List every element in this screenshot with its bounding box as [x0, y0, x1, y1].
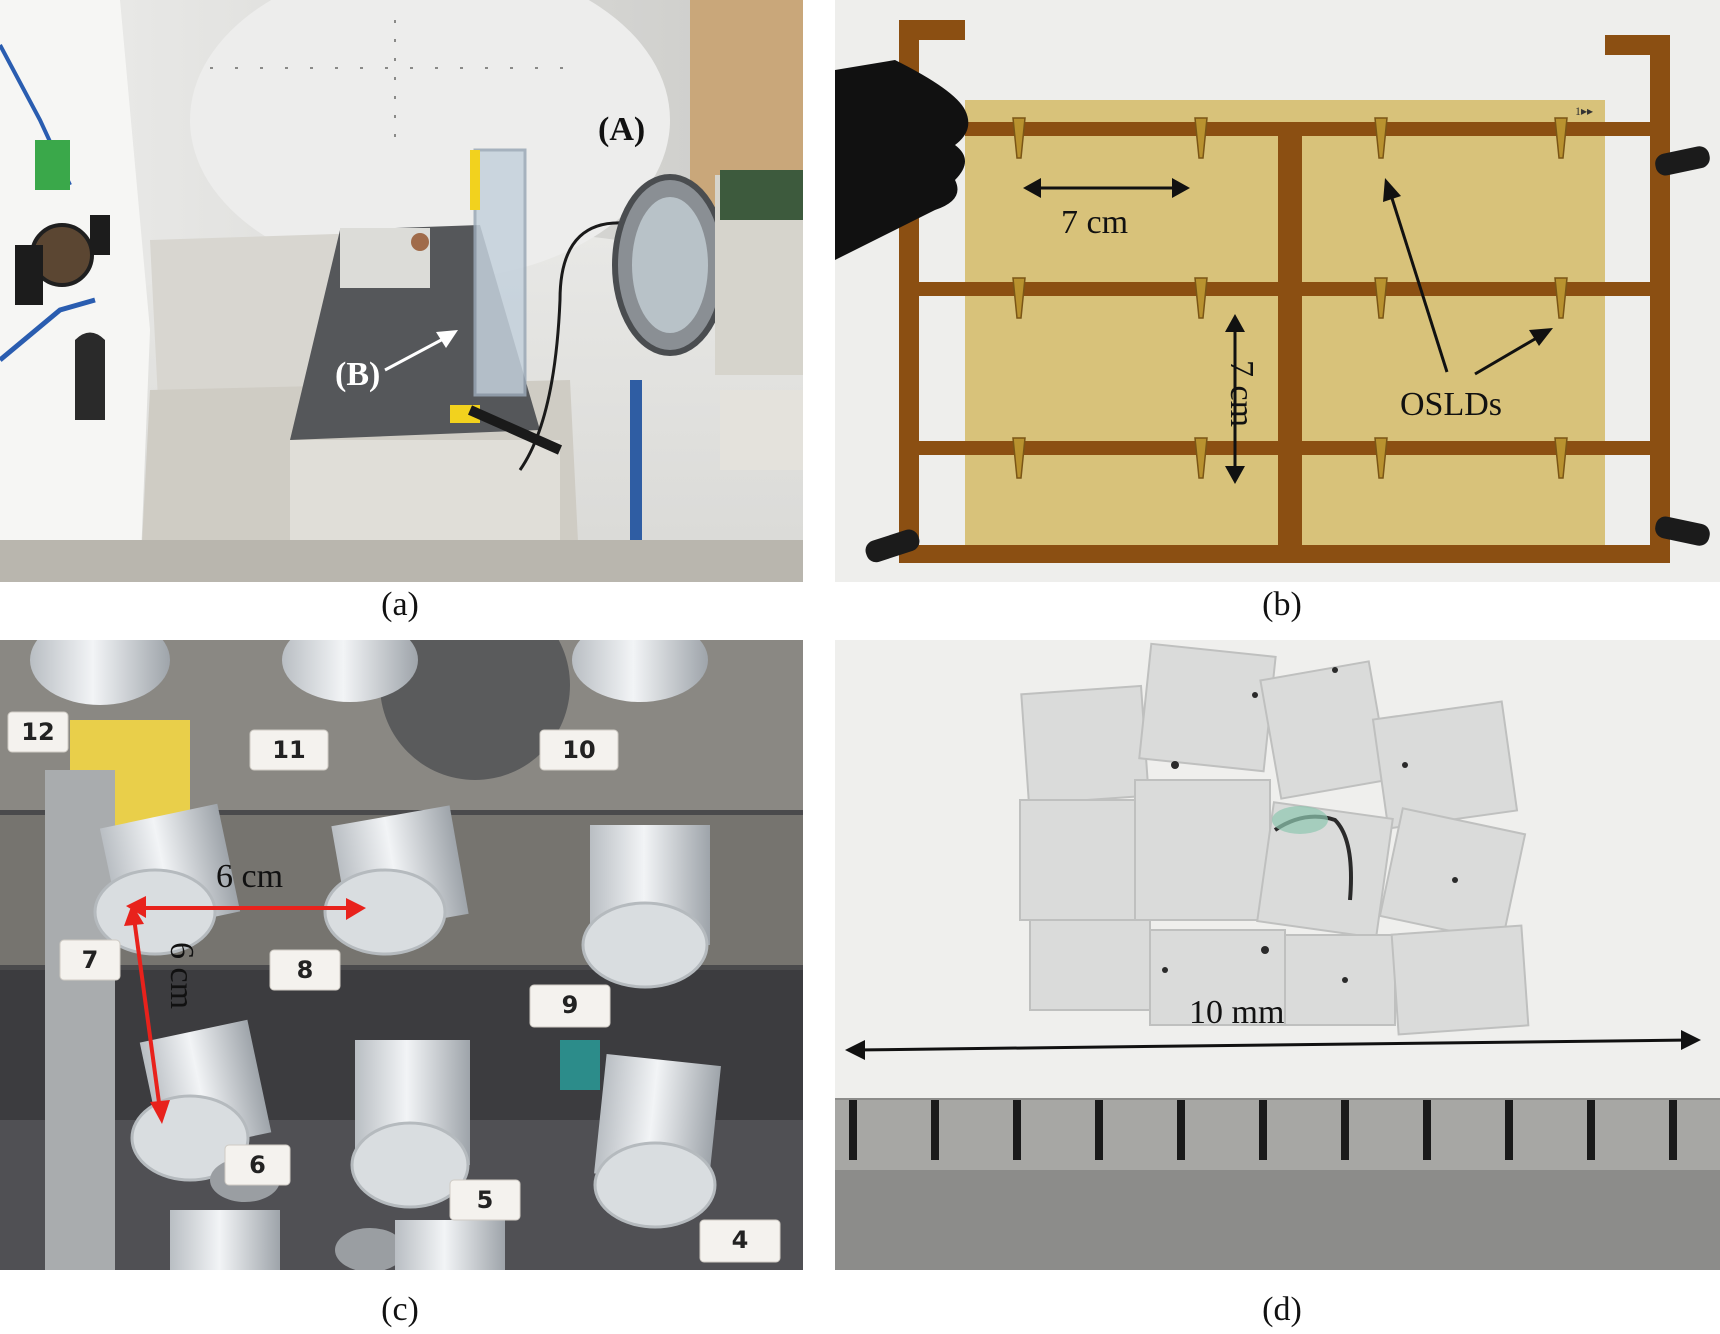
callout-b-arrow — [384, 336, 446, 372]
panel-a-photo: (A) (B) — [0, 0, 803, 582]
tag-text-11: 11 — [272, 736, 306, 764]
tag-6 — [224, 1144, 291, 1186]
tag-8 — [269, 949, 341, 991]
callout-b-arrowhead — [436, 330, 458, 348]
tag-text-12: 12 — [21, 718, 55, 746]
tag-text-4: 4 — [731, 1226, 749, 1254]
dim-v-label-b: 7 cm — [1223, 360, 1260, 428]
tag-text-7: 7 — [81, 946, 99, 974]
tag-12 — [7, 711, 69, 753]
oslds-arrow-1 — [1388, 191, 1449, 373]
dim-h-label-c: 6 cm — [216, 858, 284, 895]
callout-a-label: (A) — [598, 111, 646, 148]
tag-text-5: 5 — [476, 1186, 494, 1214]
tag-text-9: 9 — [561, 991, 579, 1019]
panel-c-photo: 12 11 10 7 8 9 6 5 4 6 cm 6 cm — [0, 640, 803, 1270]
oslds-label: OSLDs — [1400, 386, 1503, 423]
tag-text-6: 6 — [249, 1151, 266, 1179]
tag-4 — [699, 1219, 781, 1263]
dim-v-label-c: 6 cm — [163, 942, 200, 1010]
scale-label: 10 mm — [1189, 994, 1285, 1031]
tag-text-10: 10 — [562, 736, 596, 764]
panel-d-photo: 10 mm — [835, 640, 1720, 1270]
tag-text-8: 8 — [296, 956, 314, 984]
tag-7 — [59, 939, 121, 981]
corner-mark: 1▸▸ — [1575, 104, 1594, 118]
caption-b: (b) — [1262, 586, 1302, 623]
callout-b-label: (B) — [335, 356, 381, 393]
caption-d: (d) — [1262, 1291, 1302, 1328]
dim-v-arrow-c — [132, 917, 162, 1111]
panel-b-photo: 7 cm 7 cm OSLDs 1▸▸ — [835, 0, 1720, 582]
tag-10 — [539, 729, 619, 771]
dim-h-label-b: 7 cm — [1061, 204, 1129, 241]
oslds-arrow-2 — [1474, 334, 1541, 376]
tag-5 — [449, 1179, 521, 1221]
tag-9 — [529, 984, 611, 1028]
caption-a: (a) — [381, 586, 419, 623]
caption-c: (c) — [381, 1291, 419, 1328]
scale-arrow — [854, 1038, 1691, 1052]
tag-11 — [249, 729, 329, 771]
